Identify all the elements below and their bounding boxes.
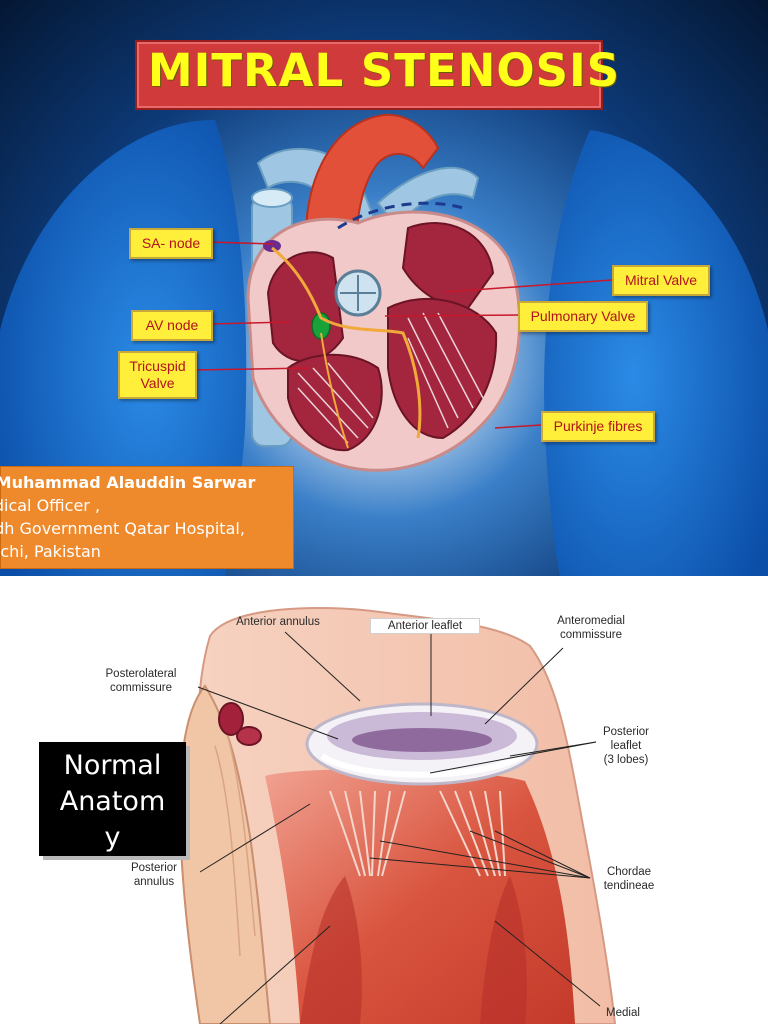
label-anterior-leaflet: Anterior leaflet (370, 618, 480, 634)
author-role: edical Officer , (0, 496, 101, 515)
label-pointers (192, 241, 613, 429)
title-slide: MITRAL STENOSIS (0, 0, 768, 576)
heart-illustration (246, 113, 522, 472)
title-box (135, 40, 603, 110)
normal-anatomy-box (39, 742, 186, 856)
label-posterior-leaflet: Posterior leaflet (3 lobes) (602, 726, 650, 766)
sa-node-label: SA- node (129, 228, 213, 259)
slide-title: MITRAL STENOSIS (147, 44, 621, 97)
normal-anatomy-text: Normal Anatom y (59, 750, 166, 853)
purkinje-fibres-label: Purkinje fibres (541, 411, 655, 442)
label-posterior-annulus: Posterior annulus (130, 862, 178, 888)
label-anterior-annulus: Anterior annulus (236, 616, 320, 628)
label-medial: Medial (606, 1007, 640, 1019)
mitral-valve-illustration (178, 607, 617, 1024)
tricuspid-valve-label: Tricuspid Valve (118, 351, 197, 399)
author-name: . Muhammad Alauddin Sarwar (0, 473, 256, 492)
author-block: . Muhammad Alauddin Sarwar edical Office… (0, 471, 255, 563)
label-chordae-tendineae: Chordae tendineae (603, 866, 655, 892)
mitral-valve-label: Mitral Valve (612, 265, 710, 296)
pulmonary-valve-label: Pulmonary Valve (518, 301, 648, 332)
author-hospital: ndh Government Qatar Hospital, (0, 519, 245, 538)
author-location: rachi, Pakistan (0, 542, 101, 561)
author-box (0, 466, 294, 569)
av-node-label: AV node (131, 310, 213, 341)
anatomy-slide: Anterior annulus Anterior leaflet Antero… (0, 576, 768, 1024)
label-anteromedial-commissure: Anteromedial commissure (557, 615, 625, 641)
label-posterolateral-commissure: Posterolateral commissure (105, 668, 177, 694)
